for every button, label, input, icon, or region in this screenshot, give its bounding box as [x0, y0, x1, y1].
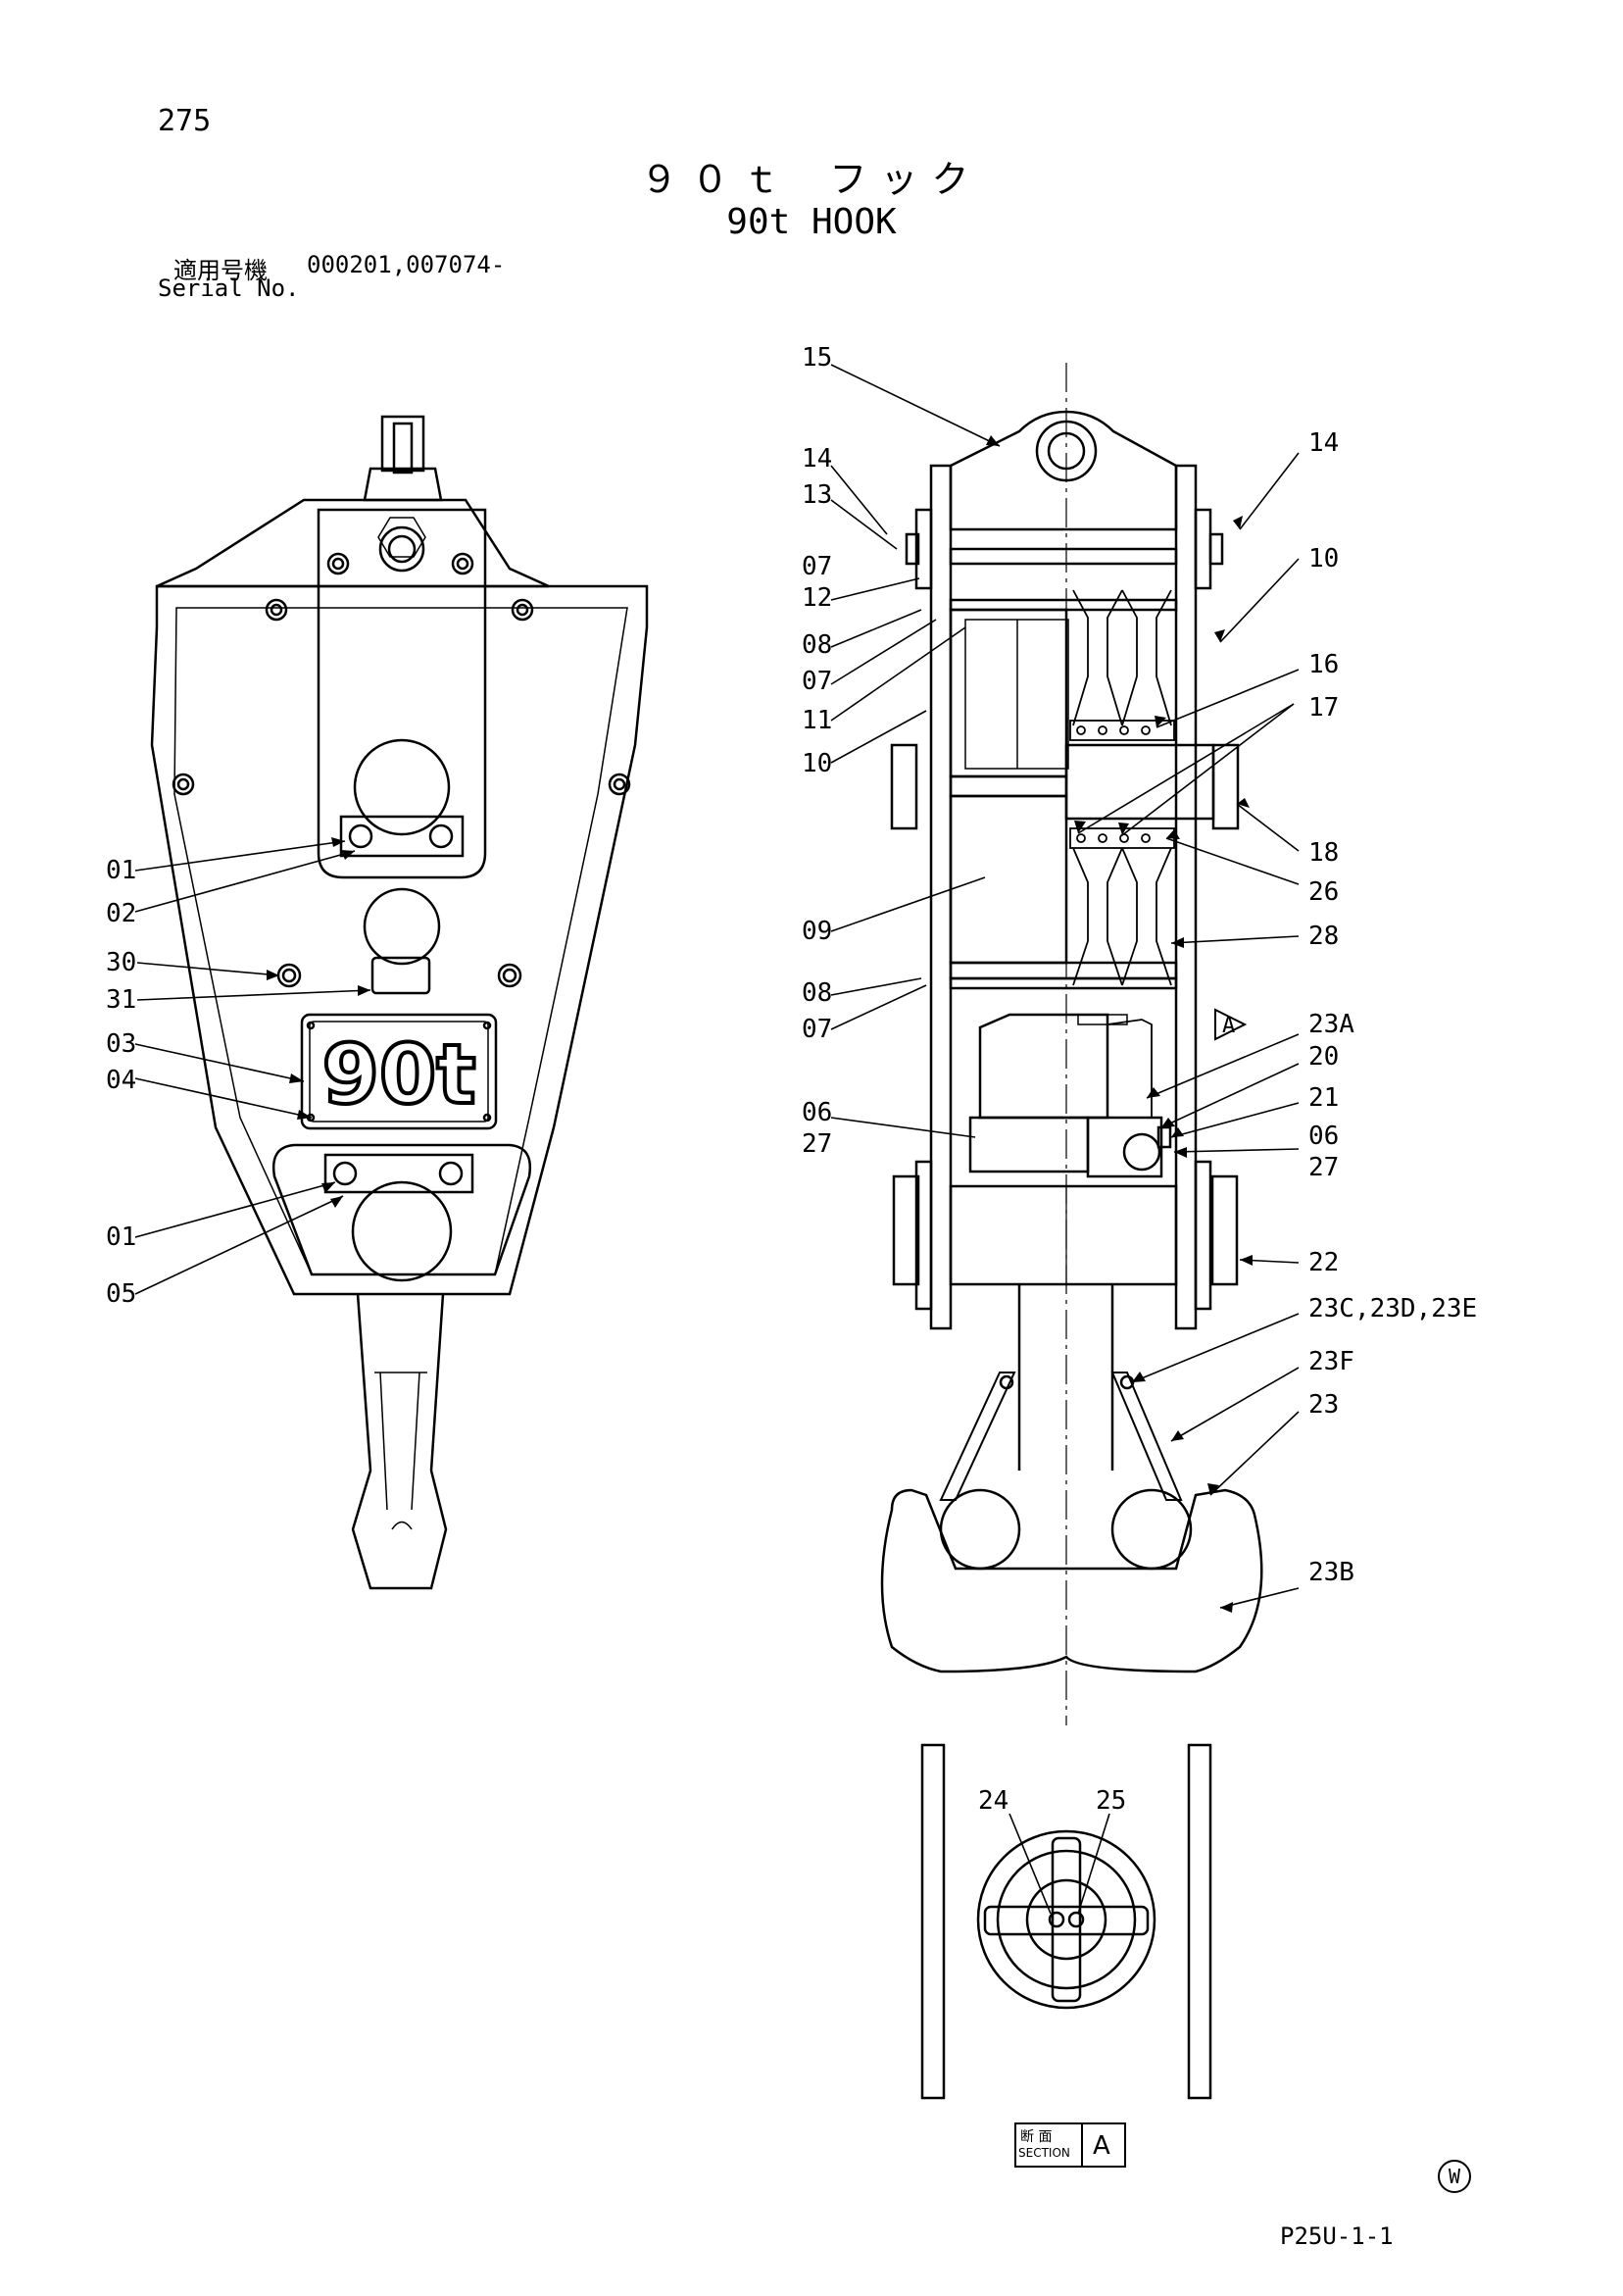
leader-lines	[134, 364, 1300, 1915]
serial-label-english: Serial No.	[158, 275, 300, 302]
label-13: 13	[802, 480, 832, 510]
part-labels: 01 02 30 31 03 04 01 05 15 14 13 07 12 0…	[106, 343, 1477, 1816]
label-02: 02	[106, 899, 136, 928]
label-05: 05	[106, 1279, 136, 1309]
label-28: 28	[1308, 922, 1339, 951]
label-07-c: 07	[802, 1015, 832, 1044]
label-12: 12	[802, 583, 832, 613]
label-25: 25	[1096, 1786, 1126, 1816]
section-a-view	[920, 1743, 1212, 2100]
label-01-upper: 01	[106, 856, 136, 885]
label-06-right: 06	[1308, 1122, 1339, 1151]
label-20: 20	[1308, 1042, 1339, 1072]
w-circle-mark: W	[1438, 2160, 1471, 2193]
label-01-lower: 01	[106, 1223, 136, 1252]
section-label-english: SECTION	[1018, 2146, 1070, 2160]
label-06-left: 06	[802, 1098, 832, 1127]
label-16: 16	[1308, 650, 1339, 679]
label-21: 21	[1308, 1083, 1339, 1113]
section-label-japanese: 断 面	[1020, 2129, 1053, 2145]
label-07-b: 07	[802, 667, 832, 696]
label-18: 18	[1308, 838, 1339, 868]
serial-number-value: 000201,007074-	[307, 251, 506, 278]
label-04: 04	[106, 1066, 136, 1095]
title-english: 90t HOOK	[726, 202, 897, 242]
label-23f: 23F	[1308, 1347, 1354, 1376]
label-10-left: 10	[802, 749, 832, 778]
label-30: 30	[106, 948, 136, 977]
document-code: P25U-1-1	[1280, 2222, 1394, 2250]
label-14-left: 14	[802, 444, 832, 474]
section-label-letter: A	[1093, 2131, 1110, 2161]
side-view	[880, 363, 1263, 1725]
title-japanese: ９０ｔ フック	[640, 158, 983, 201]
label-03: 03	[106, 1029, 136, 1059]
section-a-label-box: 断 面 SECTION A	[1014, 2122, 1126, 2168]
label-17: 17	[1308, 693, 1339, 723]
label-08-b: 08	[802, 978, 832, 1008]
label-23b: 23B	[1308, 1558, 1354, 1587]
capacity-plate-text: 90t	[321, 1026, 475, 1123]
section-label-inner: 断 面 SECTION	[1016, 2124, 1083, 2166]
label-23a: 23A	[1308, 1010, 1354, 1039]
page-number: 275	[158, 104, 212, 138]
label-24: 24	[978, 1786, 1008, 1816]
label-31: 31	[106, 985, 136, 1015]
label-10-right: 10	[1308, 544, 1339, 574]
label-23: 23	[1308, 1390, 1339, 1420]
label-11: 11	[802, 706, 832, 735]
label-08-a: 08	[802, 630, 832, 660]
front-view: 90t	[150, 415, 649, 1590]
label-27-right: 27	[1308, 1153, 1339, 1182]
label-09: 09	[802, 917, 832, 946]
label-15: 15	[802, 343, 832, 373]
arrowheads	[267, 435, 1253, 1613]
label-26: 26	[1308, 877, 1339, 907]
serial-label-japanese: 適用号機	[173, 257, 268, 284]
section-marker-letter: A	[1222, 1014, 1235, 1038]
label-27-left: 27	[802, 1129, 832, 1159]
label-22: 22	[1308, 1248, 1339, 1277]
label-07-a: 07	[802, 552, 832, 581]
label-23c-23d-23e: 23C,23D,23E	[1308, 1294, 1477, 1323]
label-14-right: 14	[1308, 428, 1339, 458]
